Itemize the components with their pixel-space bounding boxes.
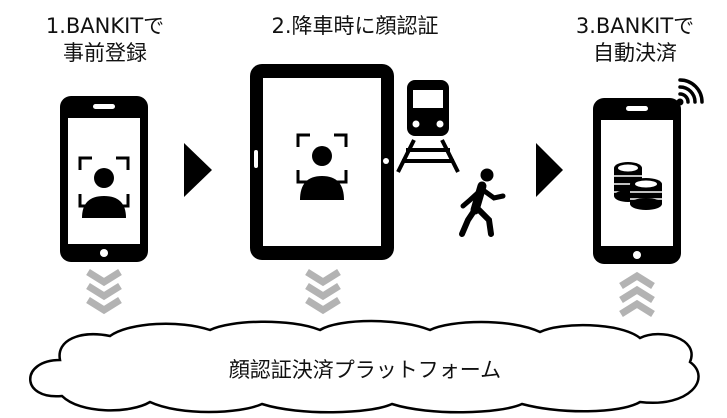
chevrons-up-icon [619, 271, 655, 317]
face-scan-icon [296, 133, 348, 200]
step-1-subtitle: 事前登録 [63, 41, 147, 65]
chevrons-down-icon [86, 269, 122, 315]
cloud-icon [29, 319, 700, 414]
arrow-right-icon [536, 143, 563, 197]
chevrons-down-icon [305, 269, 341, 315]
step-3-label: 3.BANKITで 自動決済 [550, 13, 720, 67]
step-3-subtitle: 自動決済 [593, 41, 677, 65]
walking-person-icon [459, 168, 506, 237]
step-2-title: 2.降車時に顔認証 [271, 14, 439, 38]
arrow-right-icon [184, 143, 212, 197]
wifi-signal-icon [676, 78, 704, 106]
train-icon [396, 80, 460, 173]
coins-icon [614, 162, 662, 210]
step-3-title: 3.BANKITで [575, 14, 695, 38]
step-2-label: 2.降車時に顔認証 [235, 13, 475, 40]
platform-label: 顔認証決済プラットフォーム [228, 358, 502, 382]
step-1-label: 1.BANKITで 事前登録 [20, 13, 190, 67]
step-1-title: 1.BANKITで [45, 14, 165, 38]
face-scan-icon [78, 156, 130, 218]
